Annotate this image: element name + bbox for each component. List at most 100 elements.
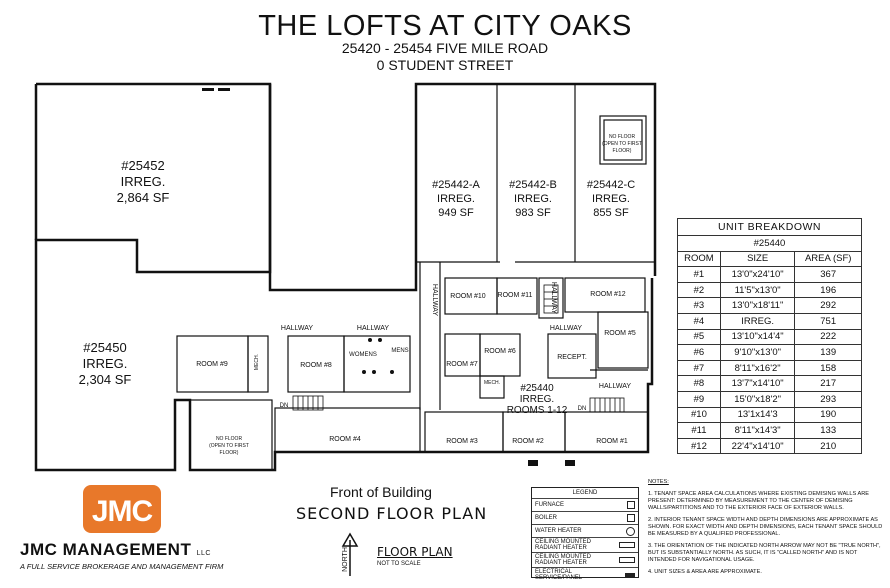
company-name-text: JMC MANAGEMENT [20,540,192,559]
unit-25452-area: 2,864 SF [117,190,170,205]
north-arrow [341,532,359,576]
col-room-header: ROOM [677,250,721,268]
interior-walls [36,84,655,471]
room-1-label: ROOM #1 [596,438,628,445]
room-cell: #5 [677,328,721,346]
hallway-label-2: HALLWAY [357,325,389,332]
unit-labels: #25452 IRREG. 2,864 SF #25450 IRREG. 2,3… [79,158,636,416]
room-cell: #6 [677,344,721,361]
address-line-1: 25420 - 25454 FIVE MILE ROAD [341,40,549,56]
size-cell: 13'0"x18'11" [719,297,796,314]
markers [202,88,575,466]
size-cell: 13'7"x14'10" [719,375,796,392]
unit-25442c-type: IRREG. [592,193,630,205]
note-2: 2. INTERIOR TENANT SPACE WIDTH AND DEPTH… [648,517,883,537]
area-cell: 292 [794,297,862,314]
unit-breakdown-title: UNIT BREAKDOWN [677,218,862,236]
room-cell: #1 [677,266,721,283]
unit-25442b-type: IRREG. [514,193,552,205]
size-cell: 11'5"x13'0" [719,281,796,299]
size-cell: 8'11"x14'3" [719,422,796,439]
no-floor-2-line1: NO FLOOR [216,436,243,442]
room-5-label: ROOM #5 [604,330,636,337]
legend-label: ELECTRICAL SERVICE/PANEL [535,568,583,581]
company-logo [83,485,161,533]
legend-label: CEILING MOUNTED RADIANT HEATER [535,539,592,551]
legend-item-electrical: ELECTRICAL SERVICE/PANEL [532,568,638,581]
floor-plan-label: FLOOR PLAN [377,545,453,559]
legend-item-radiant-heater-2: CEILING MOUNTED RADIANT HEATER [532,553,638,568]
mech-label: MECH. [254,354,260,370]
reception-label: RECEPT. [557,354,587,361]
front-of-building-label: Front of Building [330,484,432,500]
boiler-icon [627,514,635,522]
room-cell: #2 [677,281,721,299]
no-floor-2-line2: (OPEN TO FIRST [209,443,249,449]
room-cell: #12 [677,437,721,455]
room-11-label: ROOM #11 [498,292,533,299]
unit-breakdown-table: UNIT BREAKDOWN #25440 ROOM SIZE AREA (SF… [677,218,862,455]
logo-letters: JMC [91,495,153,528]
area-cell: 367 [794,266,862,283]
unit-25442c-area: 855 SF [593,207,629,219]
size-cell: 9'10"x13'0" [719,344,796,361]
unit-25442c-id: #25442-C [587,179,635,191]
stairs [292,284,625,413]
size-cell: 15'0"x18'2" [719,390,796,408]
notes: NOTES: 1. TENANT SPACE AREA CALCULATIONS… [648,479,886,581]
legend: LEGEND FURNACE BOILER WATER HEATER CEILI… [531,487,639,581]
unit-25450-area: 2,304 SF [79,372,132,387]
womens-label: WOMENS [349,352,377,358]
radiant-heater-icon [619,542,635,548]
room-cell: #8 [677,375,721,392]
area-cell: 158 [794,359,862,377]
unit-25442b-area: 983 SF [515,207,551,219]
hallway-labels: HALLWAY HALLWAY HALLWAY HALLWAY HALLWAY … [281,282,631,390]
room-7-label: ROOM #7 [446,361,478,368]
size-cell: 22'4"x14'10" [719,437,796,455]
no-floor-1-line3: FLOOR) [613,148,632,154]
legend-label: CEILING MOUNTED RADIANT HEATER [535,554,592,566]
room-6-label: ROOM #6 [484,348,516,355]
plan-name: SECOND FLOOR PLAN [296,504,488,523]
col-size-header: SIZE [719,250,796,268]
room-cell: #3 [677,297,721,314]
unit-25440-rooms: ROOMS 1-12 [507,405,568,416]
room-8-label: ROOM #8 [300,362,332,369]
hallway-label-6: HALLWAY [550,282,557,314]
unit-25442a-id: #25442-A [432,179,480,191]
area-cell: 210 [794,437,862,455]
mens-label: MENS [391,348,408,354]
unit-25442b-id: #25442-B [509,179,557,191]
legend-item-water-heater: WATER HEATER [532,525,638,538]
company-suffix: LLC [196,550,211,557]
water-heater-icon [626,526,635,536]
stair-down-label-2: DN [578,406,587,412]
unit-25450-type: IRREG. [83,356,128,371]
room-10-label: ROOM #10 [450,293,486,300]
hallway-label-1: HALLWAY [281,325,313,332]
notes-title: NOTES: [648,479,669,485]
furnace-icon [627,501,635,509]
note-1: 1. TENANT SPACE AREA CALCULATIONS WHERE … [648,491,870,511]
unit-25452-type: IRREG. [121,174,166,189]
room-4-label: ROOM #4 [329,436,361,443]
legend-label: BOILER [535,515,558,521]
unit-25450-id: #25450 [83,340,126,355]
room-9-label: ROOM #9 [196,361,228,368]
room-3-label: ROOM #3 [446,438,478,445]
no-floor-2-line3: FLOOR) [220,450,239,456]
room-cell: #7 [677,359,721,377]
unit-25440-type: IRREG. [520,394,554,405]
room-labels: ROOM #1 ROOM #2 ROOM #3 ROOM #4 ROOM #5 … [196,291,636,445]
room-cell: #11 [677,422,721,439]
